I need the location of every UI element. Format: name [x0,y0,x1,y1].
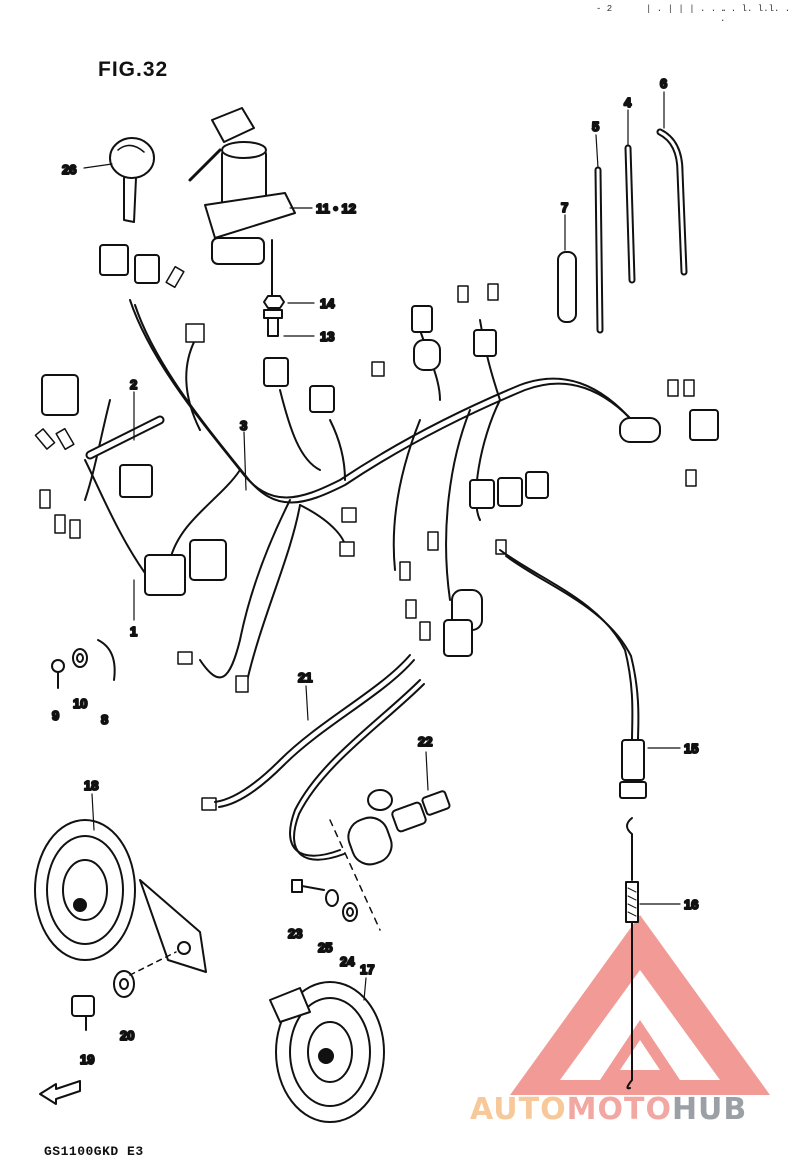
oil-pressure-switch-22 [347,789,451,866]
header-marks-right: . . l. l.l. . . [720,4,791,24]
callout-22: 22 [418,734,432,749]
watermark-moto: MOTO [566,1092,672,1127]
callout-11-12: 11 • 12 [316,201,356,216]
header-marks-left: - 2 [596,4,613,14]
model-code: GS1100GKD E3 [44,1144,144,1159]
washer-20 [113,970,135,998]
callout-26: 26 [62,162,76,177]
terminals [34,265,697,811]
figure-title: FIG.32 [98,58,169,81]
callout-17: 17 [360,962,374,977]
front-direction-arrow-icon [39,1080,81,1105]
harness-connectors [41,244,719,657]
harness-tube-2 [85,415,165,460]
watermark-auto: AUTO [470,1092,567,1127]
brake-switch-spring-16 [625,817,639,1090]
clamp-8 [97,639,116,681]
horn-lead-wire [289,679,425,861]
horn-18 [34,819,207,973]
callout-leaders [83,91,681,1001]
main-wiring-harness [84,299,646,691]
brake-switch-cable-15 [499,549,647,799]
callout-24: 24 [340,954,355,969]
callout-20: 20 [120,1028,134,1043]
assembly-guide-line [329,819,381,931]
callout-5: 5 [592,119,599,134]
header-marks-mid: | . | | | . . . [646,4,728,14]
washer-25 [325,889,339,907]
callout-19: 19 [80,1052,94,1067]
washer-10 [72,648,88,668]
callout-3: 3 [240,418,247,433]
ignition-key [109,137,155,223]
lead-wire-21 [214,654,415,808]
watermark-logo [510,915,770,1095]
callout-8: 8 [101,712,108,727]
callout-18: 18 [84,778,98,793]
washer-24 [342,902,358,922]
callout-21: 21 [298,670,312,685]
callout-7: 7 [561,200,568,215]
bracket-guide-line [129,951,177,976]
callout-6: 6 [660,76,667,91]
callout-1: 1 [130,624,137,639]
callout-25: 25 [318,940,332,955]
callout-23: 23 [288,926,302,941]
cable-clamps [557,128,688,334]
callout-14: 14 [320,296,335,311]
nut-14 [263,295,285,309]
callout-10: 10 [73,696,87,711]
callout-2: 2 [130,377,137,392]
bolt-23 [291,879,325,893]
ignition-switch [188,107,296,296]
screw-9 [51,659,65,689]
callout-16: 16 [684,897,698,912]
bolt-13 [263,309,283,337]
bolt-19 [71,995,95,1031]
callout-4: 4 [624,95,632,110]
callout-15: 15 [684,741,698,756]
callout-13: 13 [320,329,334,344]
watermark-wordmark: AUTOMOTOHUB [470,1092,747,1127]
watermark-hub: HUB [671,1092,748,1127]
callout-9: 9 [52,708,59,723]
horn-17 [269,981,385,1123]
